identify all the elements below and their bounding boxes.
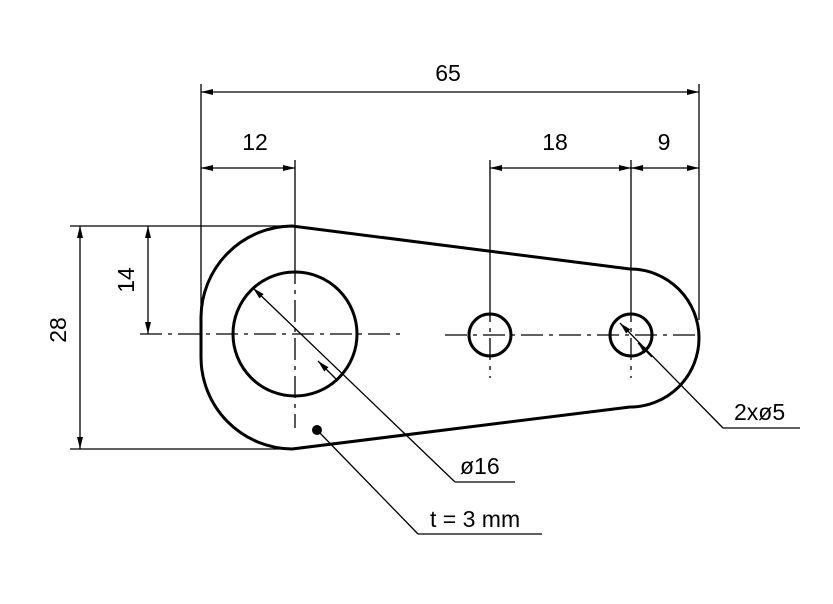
callout-thickness: t = 3 mm bbox=[430, 506, 520, 532]
dimension-label-9: 9 bbox=[658, 129, 671, 155]
dimension-label-18: 18 bbox=[542, 129, 568, 155]
leader-big-hole bbox=[252, 287, 456, 483]
leader-small-holes-tip bbox=[637, 342, 653, 358]
part-outline bbox=[199, 224, 701, 451]
dimension-label-12: 12 bbox=[242, 129, 268, 155]
callout-big-hole-diameter: ø16 bbox=[460, 453, 500, 479]
callout-small-holes-diameter: 2xø5 bbox=[734, 399, 785, 425]
leader-small-holes bbox=[619, 322, 724, 429]
leader-thickness bbox=[316, 429, 419, 535]
leader-big-hole-tip bbox=[317, 360, 338, 381]
dimension-label-65: 65 bbox=[435, 60, 461, 86]
dimension-label-14: 14 bbox=[113, 267, 139, 293]
dimension-label-28: 28 bbox=[45, 317, 71, 343]
